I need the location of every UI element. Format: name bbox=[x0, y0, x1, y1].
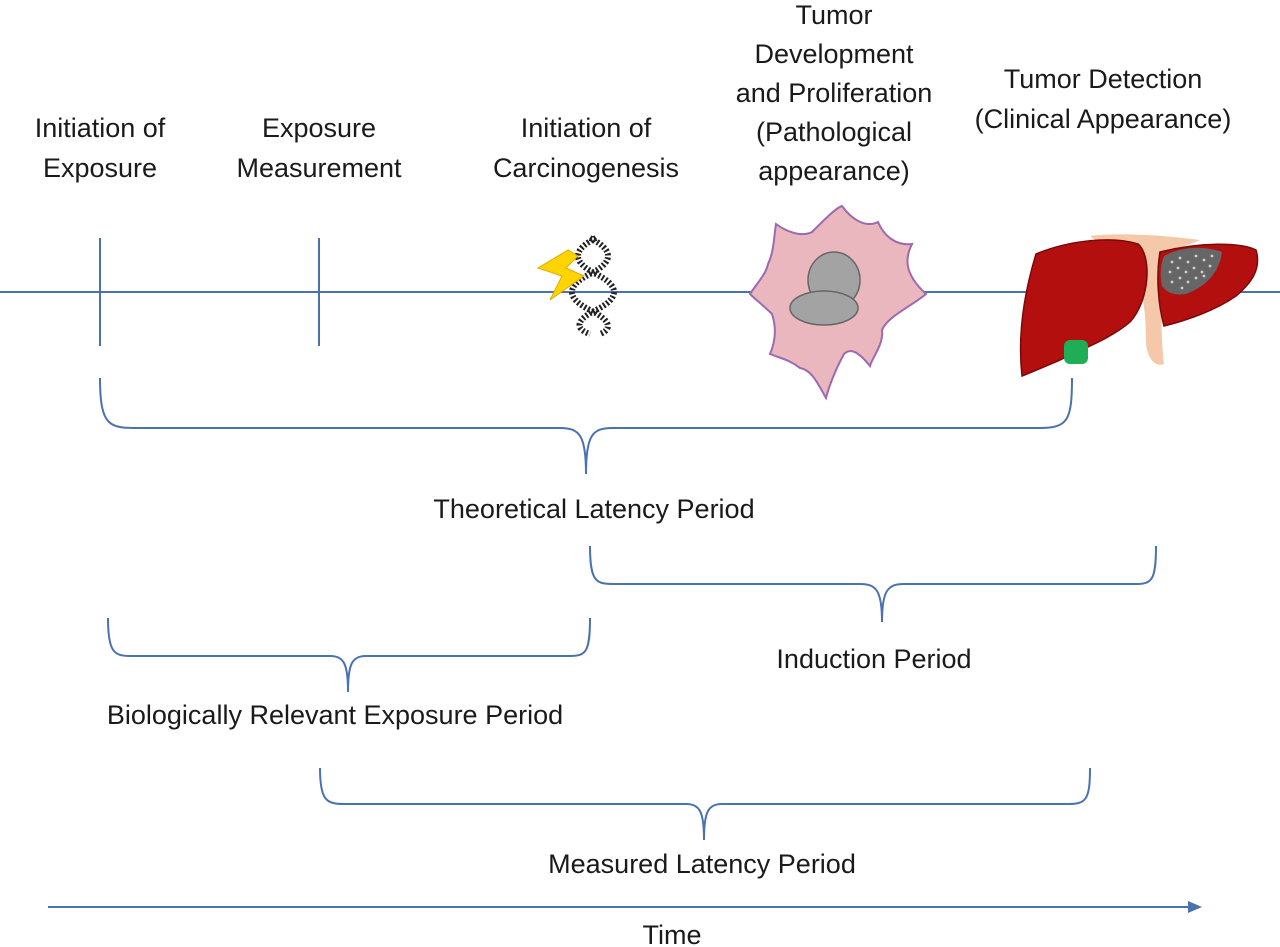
brace-theoretical-latency bbox=[99, 377, 1073, 475]
label-induction-period: Induction Period bbox=[776, 644, 971, 674]
label-line: Carcinogenesis bbox=[493, 153, 679, 183]
label-initiation-of-exposure: Initiation of Exposure bbox=[35, 113, 166, 183]
liver-ligament bbox=[1090, 234, 1200, 365]
label-line: Exposure bbox=[43, 153, 157, 183]
tumor-cell-icon bbox=[748, 204, 928, 401]
label-line: appearance) bbox=[758, 156, 910, 186]
label-tumor-detection: Tumor Detection (Clinical Appearance) bbox=[975, 64, 1232, 134]
label-line: Tumor bbox=[795, 0, 872, 30]
label-line: Development bbox=[754, 39, 914, 69]
brace-induction-period bbox=[589, 545, 1157, 623]
label-line: Exposure bbox=[262, 113, 376, 143]
label-line: Tumor Detection bbox=[1004, 64, 1203, 94]
brace-measured-latency bbox=[319, 767, 1091, 841]
lightning-bolt-icon bbox=[536, 249, 586, 301]
brace-biologically-relevant-exposure bbox=[107, 617, 591, 693]
label-time: Time bbox=[643, 920, 702, 947]
label-line: Measurement bbox=[236, 153, 402, 183]
time-arrowhead-icon bbox=[1188, 901, 1202, 913]
label-initiation-of-carcinogenesis: Initiation of Carcinogenesis bbox=[493, 113, 679, 183]
label-line: (Pathological bbox=[756, 117, 912, 147]
gallbladder bbox=[1064, 340, 1088, 364]
label-line: (Clinical Appearance) bbox=[975, 104, 1232, 134]
label-line: Initiation of bbox=[35, 113, 166, 143]
liver-tumor bbox=[1160, 247, 1222, 295]
liver-icon bbox=[1019, 234, 1259, 378]
label-measured-latency-period: Measured Latency Period bbox=[548, 849, 856, 879]
dna-damage-icon bbox=[536, 235, 617, 337]
svg-text:Tumor Detection(Clinical Appea: Tumor Detection (Clinical Appearance) bbox=[975, 64, 1232, 134]
cell-nucleus bbox=[789, 290, 859, 326]
label-theoretical-latency-period: Theoretical Latency Period bbox=[433, 494, 754, 524]
liver-lobe bbox=[1019, 239, 1148, 378]
label-line: and Proliferation bbox=[736, 78, 933, 108]
tumor-dots bbox=[1168, 254, 1214, 290]
label-line: Initiation of bbox=[521, 113, 652, 143]
label-biologically-relevant-exposure-period: Biologically Relevant Exposure Period bbox=[107, 700, 563, 730]
